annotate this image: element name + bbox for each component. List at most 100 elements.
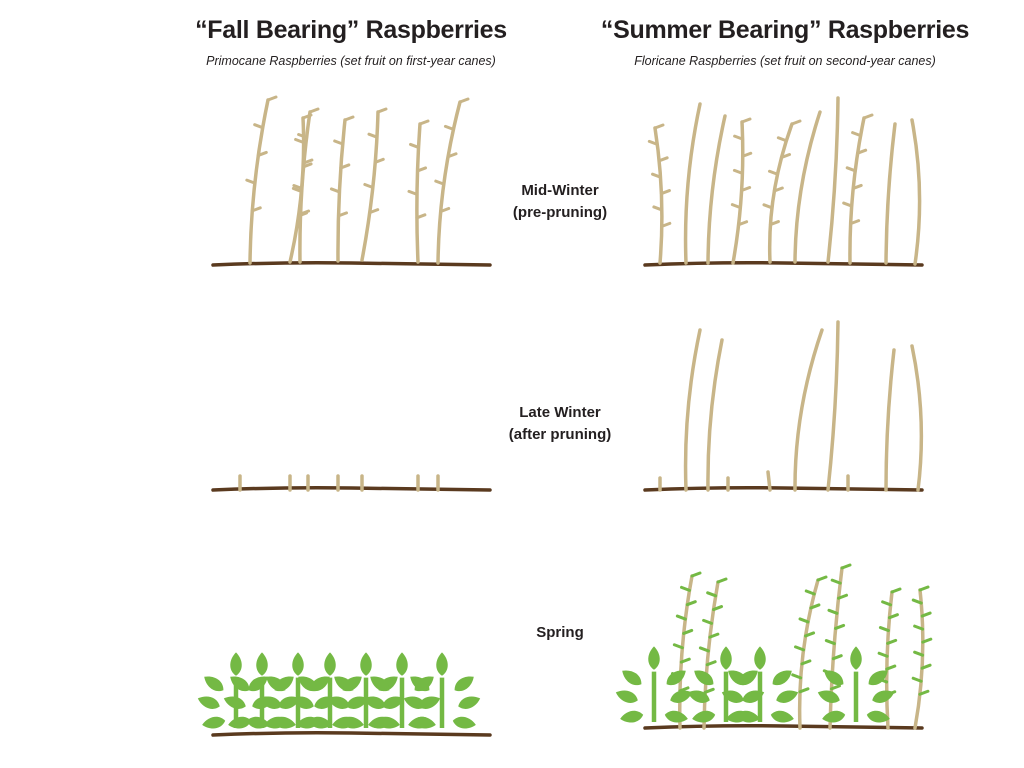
cane bbox=[828, 566, 844, 730]
cane-spur bbox=[920, 663, 932, 670]
leaf bbox=[615, 690, 638, 703]
leaf bbox=[197, 696, 220, 709]
cane-spur bbox=[913, 650, 925, 657]
cane-spur bbox=[851, 131, 863, 138]
cane-spur bbox=[913, 624, 925, 631]
cane-spur bbox=[740, 185, 752, 192]
soil-layer bbox=[211, 261, 924, 737]
cane-spur bbox=[703, 687, 715, 694]
cane bbox=[884, 348, 896, 492]
cane-spur bbox=[829, 684, 841, 691]
cane-spur bbox=[730, 203, 742, 210]
cane-spur bbox=[651, 172, 663, 179]
cane-spur bbox=[804, 589, 816, 596]
cane bbox=[766, 470, 772, 492]
leaf bbox=[454, 676, 474, 692]
cane-spur bbox=[772, 186, 784, 193]
cane-spur bbox=[250, 206, 262, 213]
cane-spur bbox=[886, 638, 898, 645]
cane bbox=[683, 102, 702, 265]
cane-spur bbox=[798, 617, 810, 624]
leaf bbox=[721, 690, 744, 703]
cane bbox=[678, 574, 694, 730]
cane-layer bbox=[238, 95, 933, 730]
leaf-cluster bbox=[687, 646, 765, 723]
cane-spur bbox=[768, 169, 780, 176]
soil-line bbox=[211, 731, 492, 737]
cane-spur bbox=[659, 189, 671, 196]
cane-spur bbox=[653, 123, 665, 130]
leaf bbox=[648, 646, 660, 670]
leaf bbox=[620, 710, 644, 723]
cane-spur bbox=[685, 600, 697, 607]
leaf bbox=[296, 716, 320, 729]
stage-label-line: (pre-pruning) bbox=[512, 204, 608, 221]
leaf bbox=[370, 676, 390, 692]
soil-line bbox=[211, 261, 492, 267]
stage-label-spring: Spring bbox=[490, 622, 630, 644]
cane-spur bbox=[679, 585, 691, 592]
leaf-cluster bbox=[721, 646, 799, 723]
leaf bbox=[868, 670, 888, 686]
cane-spur bbox=[675, 614, 687, 621]
leaf bbox=[410, 676, 430, 692]
cane bbox=[793, 110, 822, 264]
leaf bbox=[202, 716, 226, 729]
leaf bbox=[292, 652, 304, 676]
cane-spur bbox=[647, 139, 659, 146]
cane-spur bbox=[652, 205, 664, 212]
cane-spur bbox=[790, 119, 802, 126]
leaf bbox=[346, 696, 369, 709]
cane-spur bbox=[333, 139, 345, 146]
leaf-cluster bbox=[363, 652, 441, 729]
cane-spur bbox=[830, 578, 842, 585]
cane-spur bbox=[339, 163, 351, 170]
cane bbox=[884, 122, 897, 265]
cane-spur bbox=[690, 571, 702, 578]
leaf bbox=[334, 676, 354, 692]
cane-spur bbox=[708, 632, 720, 639]
cane bbox=[767, 122, 794, 264]
stage-label-line: Spring bbox=[536, 624, 584, 641]
leaf-cluster bbox=[403, 652, 481, 729]
cane-spur bbox=[376, 107, 388, 114]
leaf bbox=[228, 716, 252, 729]
cane-spur bbox=[732, 168, 744, 175]
leaf bbox=[256, 652, 268, 676]
cane-spur bbox=[712, 605, 724, 612]
leaf bbox=[436, 652, 448, 676]
stage-label-line: Late Winter bbox=[519, 404, 601, 421]
cane-spur bbox=[827, 608, 839, 615]
cane bbox=[436, 100, 462, 265]
cane bbox=[702, 580, 720, 730]
cane-spur bbox=[297, 133, 309, 139]
cane bbox=[848, 116, 866, 265]
cane-spur bbox=[878, 626, 890, 633]
cane-spur bbox=[415, 213, 427, 220]
cane-spur bbox=[329, 187, 341, 194]
cane bbox=[683, 328, 702, 492]
cane-spur bbox=[768, 220, 780, 227]
cane bbox=[910, 344, 924, 492]
cane-spur bbox=[367, 132, 379, 139]
cane-spur bbox=[458, 97, 470, 104]
cane-spur bbox=[816, 575, 828, 582]
leaf bbox=[230, 652, 242, 676]
leaf bbox=[324, 652, 336, 676]
cane-spur bbox=[698, 646, 710, 653]
leaf bbox=[622, 670, 642, 686]
cane-spur bbox=[302, 158, 314, 165]
cane-spur bbox=[851, 183, 863, 190]
cane-spur bbox=[834, 623, 846, 630]
stage-label-line: Mid-Winter bbox=[521, 182, 599, 199]
leaf bbox=[754, 646, 766, 670]
cane bbox=[793, 328, 824, 492]
summer-bearing-subtitle: Floricane Raspberries (set fruit on seco… bbox=[634, 54, 936, 68]
leaf-layer bbox=[197, 646, 895, 729]
leaf bbox=[770, 710, 794, 723]
cane-spur bbox=[678, 686, 690, 693]
cane bbox=[248, 98, 270, 265]
cane-spur bbox=[682, 628, 694, 635]
cane-spur bbox=[443, 124, 455, 131]
